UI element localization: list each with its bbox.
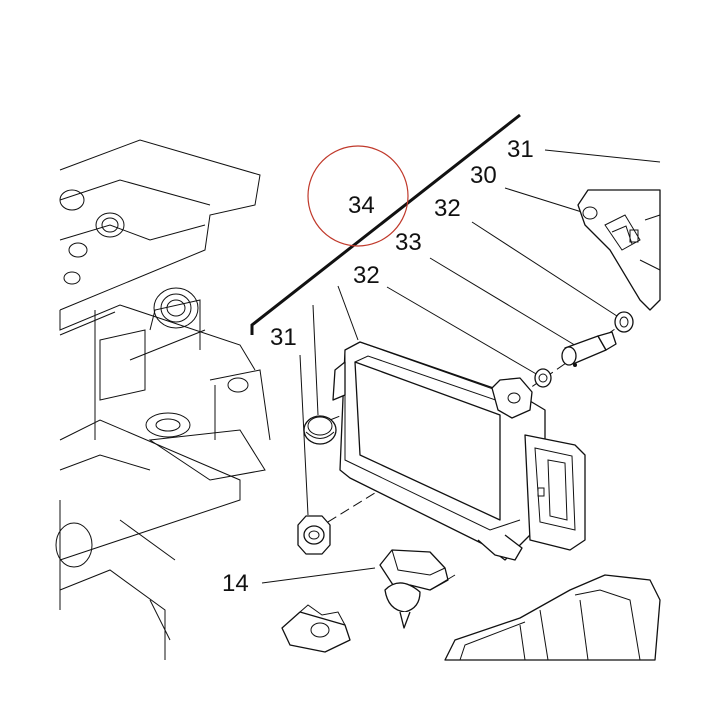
callout-30: 30	[470, 162, 497, 189]
clip-14	[379, 549, 456, 629]
lower-bracket	[444, 574, 661, 661]
nut-31-left	[297, 515, 331, 555]
callout-14: 14	[222, 570, 249, 597]
callout-31-top: 31	[507, 136, 534, 163]
callout-32-top: 32	[434, 195, 461, 222]
background-bosses	[55, 189, 249, 568]
callout-31-left: 31	[270, 324, 297, 351]
spring-nut	[281, 604, 351, 653]
callout-33: 33	[395, 229, 422, 256]
callout-32-mid: 32	[353, 262, 380, 289]
grommet	[303, 415, 337, 445]
background-structure	[59, 139, 271, 660]
callout-34: 34	[348, 192, 375, 219]
washer-32-mid	[534, 368, 552, 388]
washer-32-top	[614, 311, 634, 333]
module-connector	[524, 434, 586, 551]
leader-lines	[261, 149, 661, 584]
assembly-bracket	[250, 113, 521, 335]
control-module	[332, 341, 586, 561]
stud-33	[561, 331, 617, 367]
bracket-30	[577, 189, 661, 311]
highlight-circle	[307, 145, 409, 247]
